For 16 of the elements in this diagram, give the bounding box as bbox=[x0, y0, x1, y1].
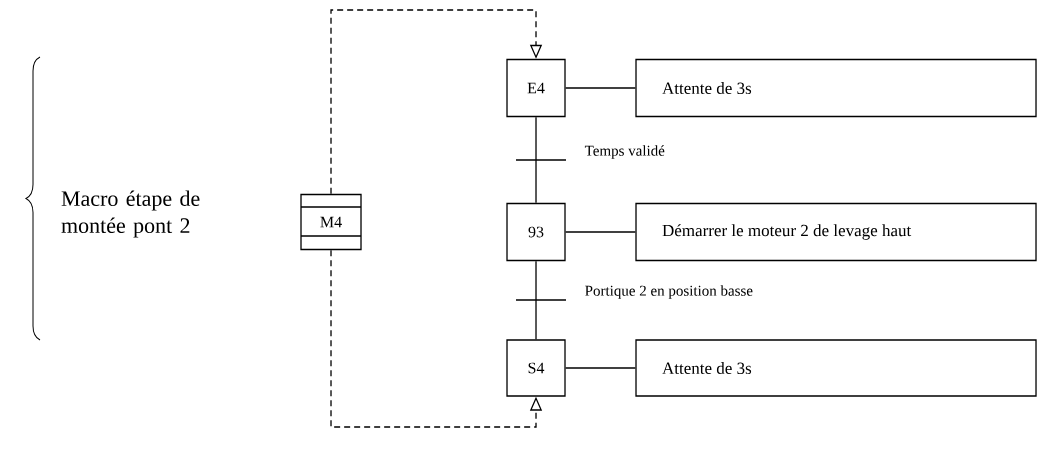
link-line bbox=[535, 116, 537, 204]
connector-line bbox=[565, 87, 636, 89]
connector-line bbox=[565, 231, 636, 233]
transition-label: Portique 2 en position basse bbox=[585, 285, 753, 299]
link-line bbox=[535, 260, 537, 340]
step-box: E4 bbox=[506, 58, 566, 118]
action-box: Démarrer le moteur 2 de levage haut bbox=[635, 202, 1037, 262]
connector-line bbox=[565, 367, 636, 369]
action-box: Attente de 3s bbox=[635, 339, 1037, 397]
step-box: 93 bbox=[506, 202, 566, 262]
dashed-arrow bbox=[330, 9, 543, 195]
macro-label: Macro étape de montée pont 2 bbox=[61, 190, 200, 238]
macro-step-box: M4 bbox=[300, 193, 362, 251]
step-box: S4 bbox=[506, 339, 566, 397]
action-box: Attente de 3s bbox=[635, 58, 1037, 118]
transition-label: Temps validé bbox=[584, 145, 665, 159]
